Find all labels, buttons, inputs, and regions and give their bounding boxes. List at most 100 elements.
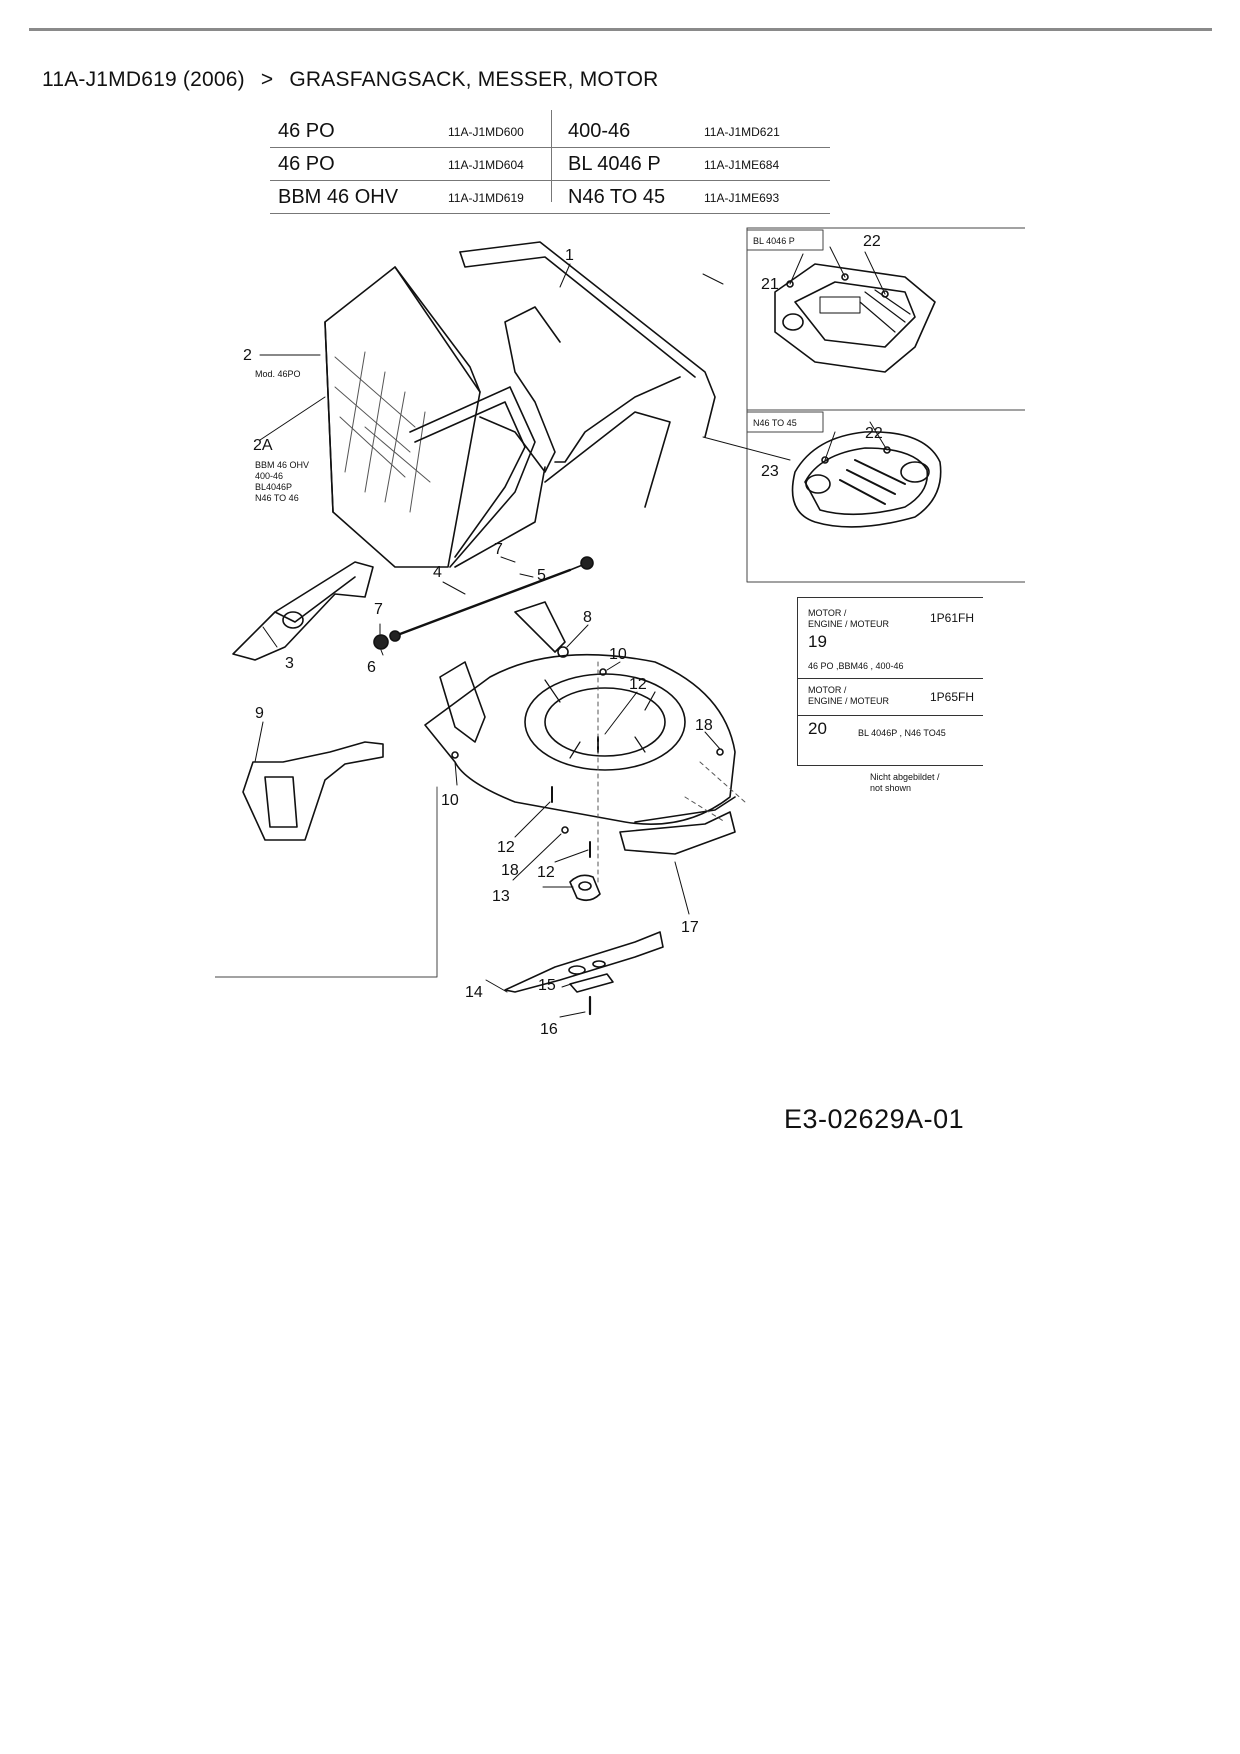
callout-12: 12 xyxy=(629,676,647,693)
rear-axle-part xyxy=(373,556,594,650)
callout-10: 10 xyxy=(441,792,459,809)
inset-label-bottom: N46 TO 45 xyxy=(753,418,797,428)
not-shown-line: not shown xyxy=(870,783,912,793)
model-notes: Mod. 46PO BBM 46 OHV 400-46 BL4046P N46 … xyxy=(255,369,309,503)
inset-label-box xyxy=(746,411,824,433)
model-table: 46 PO 11A-J1MD600 400-46 11A-J1MD621 46 … xyxy=(270,115,830,214)
model-row: BBM 46 OHV 11A-J1MD619 N46 TO 45 11A-J1M… xyxy=(270,181,830,214)
model-name: BL 4046 P xyxy=(568,153,661,175)
cutting-blade-part xyxy=(504,931,664,993)
callout-6: 6 xyxy=(367,659,376,676)
mower-deck-part xyxy=(424,601,736,855)
callout-10: 10 xyxy=(609,646,627,663)
engine-cover-21-part xyxy=(774,263,936,373)
note-2a-model: 400-46 xyxy=(255,471,283,481)
motor-label: MOTOR / xyxy=(808,608,847,618)
inset-frame-blower xyxy=(214,786,438,978)
motor-box-divider xyxy=(798,678,983,679)
note-mod-46po: Mod. 46PO xyxy=(255,369,301,379)
motor-ref-number: 20 xyxy=(808,719,827,738)
not-shown-line: Nicht abgebildet / xyxy=(870,772,940,782)
callout-14: 14 xyxy=(465,984,483,1001)
table-column-divider xyxy=(551,110,552,202)
grass-bag-part xyxy=(324,266,546,568)
model-code-cell: 11A-J1ME693 xyxy=(704,191,780,205)
exploded-parts-diagram: BL 4046 P N46 TO 45 xyxy=(214,222,1031,1162)
callout-16: 16 xyxy=(540,1021,558,1038)
callout-17: 17 xyxy=(681,919,699,936)
screws-22-top xyxy=(786,246,889,298)
blade-washer-part xyxy=(569,973,614,993)
callout-18: 18 xyxy=(501,862,519,879)
screw-part xyxy=(599,668,607,676)
callout-3: 3 xyxy=(285,655,294,672)
model-row: 46 PO 11A-J1MD604 BL 4046 P 11A-J1ME684 xyxy=(270,148,830,181)
assembly-guide-lines xyxy=(597,661,746,883)
model-code-cell: 11A-J1MD621 xyxy=(704,125,780,139)
breadcrumb-separator: > xyxy=(260,68,274,91)
callout-7: 7 xyxy=(374,601,383,618)
note-2a-model: BL4046P xyxy=(255,482,292,492)
diagram-id: E3-02629A-01 xyxy=(784,1104,965,1134)
callout-23: 23 xyxy=(761,463,779,480)
model-name: 46 PO xyxy=(278,120,335,142)
note-2a-model: BBM 46 OHV xyxy=(255,460,309,470)
callout-9: 9 xyxy=(255,705,264,722)
blade-adapter-part xyxy=(569,874,601,902)
callout-8: 8 xyxy=(583,609,592,626)
model-code: 11A-J1MD619 (2006) xyxy=(42,68,245,91)
callout-21: 21 xyxy=(761,276,779,293)
model-name: BBM 46 OHV xyxy=(278,186,399,208)
leader-lines xyxy=(254,263,791,1018)
model-row: 46 PO 11A-J1MD600 400-46 11A-J1MD621 xyxy=(270,115,830,148)
motor-model: 1P61FH xyxy=(930,611,975,625)
callout-13: 13 xyxy=(492,888,510,905)
model-name: 400-46 xyxy=(568,120,631,142)
motor-model: 1P65FH xyxy=(930,690,975,704)
model-code-cell: 11A-J1ME684 xyxy=(704,158,780,172)
page-title: 11A-J1MD619 (2006) > GRASFANGSACK, MESSE… xyxy=(42,68,658,92)
note-2a-model: N46 TO 46 xyxy=(255,493,299,503)
callout-7: 7 xyxy=(494,541,503,558)
model-code-cell: 11A-J1MD604 xyxy=(448,158,524,172)
motor-box-divider xyxy=(798,715,983,716)
bag-frame-part xyxy=(459,241,716,508)
model-code-cell: 11A-J1MD600 xyxy=(448,125,524,139)
callout-15: 15 xyxy=(538,977,556,994)
motor-variants: BL 4046P , N46 TO45 xyxy=(858,728,946,738)
engine-label: ENGINE / MOTEUR xyxy=(808,619,890,629)
nut-part xyxy=(561,826,569,834)
callout-12: 12 xyxy=(497,839,515,856)
callout-2: 2 xyxy=(243,347,252,364)
nut-part xyxy=(716,748,724,756)
engine-cover-23-part xyxy=(791,431,942,528)
motor-info-box: MOTOR / ENGINE / MOTEUR 1P61FH 19 46 PO … xyxy=(797,597,983,766)
rear-flap-part xyxy=(232,561,374,661)
callout-numbers: 1 2 2A 3 4 5 6 7 7 8 9 10 10 12 12 12 13… xyxy=(243,233,883,1038)
callout-18: 18 xyxy=(695,717,713,734)
inset-label-box xyxy=(746,229,824,251)
washer-part xyxy=(557,646,569,658)
motor-variants: 46 PO ,BBM46 , 400-46 xyxy=(808,661,904,671)
mulch-insert-part xyxy=(242,741,384,841)
callout-4: 4 xyxy=(433,564,442,581)
callout-22: 22 xyxy=(863,233,881,250)
not-shown-note: Nicht abgebildet / not shown xyxy=(870,772,940,794)
screw-part xyxy=(451,751,459,759)
inset-label-top: BL 4046 P xyxy=(753,236,795,246)
callout-22: 22 xyxy=(865,425,883,442)
section-title: GRASFANGSACK, MESSER, MOTOR xyxy=(289,68,659,91)
callout-1: 1 xyxy=(565,247,574,264)
screws-22-bottom xyxy=(821,421,891,464)
model-code-cell: 11A-J1MD619 xyxy=(448,191,524,205)
motor-ref-number: 19 xyxy=(808,632,827,651)
top-rule xyxy=(29,28,1212,31)
model-name: N46 TO 45 xyxy=(568,186,666,208)
motor-label: MOTOR / xyxy=(808,685,847,695)
callout-2a: 2A xyxy=(253,437,273,454)
inset-frame-bl4046p xyxy=(746,227,1031,583)
model-name: 46 PO xyxy=(278,153,335,175)
callout-12: 12 xyxy=(537,864,555,881)
engine-label: ENGINE / MOTEUR xyxy=(808,696,890,706)
callout-5: 5 xyxy=(537,567,546,584)
